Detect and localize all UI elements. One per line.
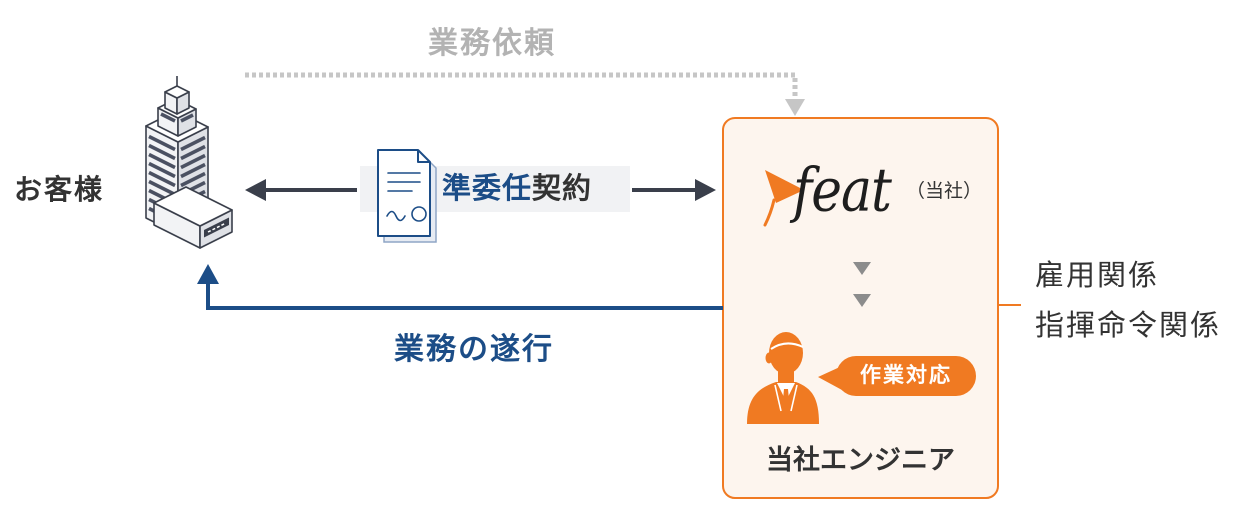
window-stripe — [160, 112, 176, 123]
engineer-person-icon — [747, 332, 819, 424]
document-fold — [417, 150, 430, 163]
window-stripe — [148, 134, 176, 152]
relation-command: 指揮命令関係 — [1035, 308, 1222, 342]
down-triangle-icon — [853, 294, 871, 307]
request-arrow — [245, 72, 805, 116]
contract-word: 契約 — [532, 171, 593, 205]
request-arrowhead — [785, 99, 805, 116]
annex-sign-letters — [207, 222, 226, 233]
window-stripe — [148, 152, 176, 170]
document-sheet — [377, 149, 431, 237]
office-building-icon — [145, 76, 233, 249]
window-stripe — [180, 135, 206, 152]
feat-logo-mark-icon — [763, 170, 804, 227]
top-block-top-face — [164, 85, 190, 99]
window-stripe — [180, 171, 206, 188]
execution-arrow — [197, 264, 723, 310]
window-stripe — [148, 179, 176, 197]
logo-mark-triangle — [765, 170, 804, 203]
task-bubble-text: 作業対応 — [860, 363, 952, 387]
person-head — [769, 332, 803, 374]
annex-sign — [204, 217, 229, 238]
person-lapels — [774, 384, 798, 412]
person-ear — [765, 352, 773, 364]
request-label: 業務依頼 — [428, 26, 556, 61]
window-stripe — [180, 153, 206, 170]
document-signature — [386, 210, 406, 222]
document-seal — [411, 206, 427, 222]
request-dotted-line — [245, 72, 798, 100]
annex-top-face — [153, 186, 233, 227]
company-suffix: （当社） — [906, 180, 983, 202]
client-label: お客様 — [14, 173, 105, 206]
arrowhead-left — [245, 179, 266, 201]
window-stripe — [180, 113, 194, 123]
contract-arrow-right — [632, 179, 716, 201]
contract-label: 準委任契約 — [442, 174, 592, 203]
execution-line — [206, 282, 723, 310]
logo-mark-stroke — [763, 198, 776, 227]
window-stripe — [180, 162, 206, 179]
window-stripe — [180, 144, 206, 161]
execution-arrowhead — [197, 264, 219, 284]
engineer-label: 当社エンジニア — [766, 445, 955, 476]
contract-document-icon — [377, 149, 437, 243]
relation-employment: 雇用関係 — [1035, 258, 1160, 292]
person-hairline — [770, 342, 804, 350]
window-stripe — [148, 161, 176, 179]
window-stripe — [148, 143, 176, 161]
contract-type: 準委任 — [442, 171, 533, 205]
contract-arrow-left — [245, 179, 357, 201]
person-tie — [782, 389, 790, 416]
bubble-body — [836, 356, 976, 396]
execution-label: 業務の遂行 — [394, 332, 554, 367]
arrowhead-right — [695, 179, 716, 201]
feat-logo-text: feat — [793, 156, 892, 226]
down-triangle-icon — [853, 262, 871, 275]
window-stripe — [148, 170, 176, 188]
bubble-pointer — [818, 366, 842, 390]
task-bubble — [818, 356, 976, 396]
